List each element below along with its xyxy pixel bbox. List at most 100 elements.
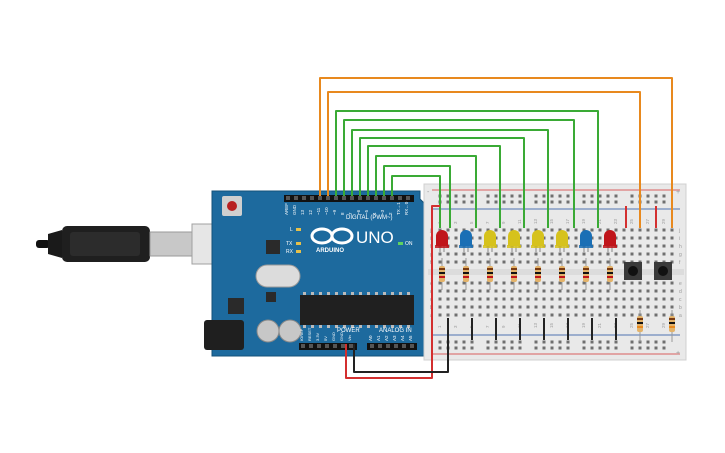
resistor-icon[interactable] — [439, 258, 445, 290]
power-label: POWER — [337, 328, 360, 334]
led-icon[interactable] — [435, 230, 449, 252]
header-pin[interactable] — [341, 344, 345, 348]
header-pin[interactable] — [286, 196, 290, 200]
header-pin[interactable] — [325, 344, 329, 348]
header-pin[interactable] — [301, 344, 305, 348]
green-wire[interactable] — [375, 155, 477, 228]
header-pin[interactable] — [370, 344, 374, 348]
header-pin[interactable] — [398, 196, 402, 200]
push-button-icon[interactable] — [624, 262, 642, 280]
led-icon[interactable] — [507, 230, 521, 252]
column-number: 19 — [581, 322, 586, 328]
header-pin[interactable] — [334, 196, 338, 200]
header-pin[interactable] — [358, 196, 362, 200]
row-letter: i — [430, 236, 431, 242]
resistor-icon[interactable] — [511, 258, 517, 290]
header-pin[interactable] — [366, 196, 370, 200]
led-icon[interactable] — [531, 230, 545, 252]
green-wire[interactable] — [359, 137, 525, 228]
digital-pin-label: ~6 — [356, 209, 361, 215]
arduino-uno-board: UNO ARDUINO DIGITAL (PWM~) POWER ANALOG … — [204, 190, 429, 357]
analog-pin-label: A2 — [384, 335, 389, 341]
row-letter: j — [429, 228, 431, 234]
header-pin[interactable] — [333, 344, 337, 348]
green-wire[interactable] — [335, 110, 599, 228]
green-wire[interactable] — [367, 145, 501, 228]
led-icon[interactable] — [459, 230, 473, 252]
header-pin[interactable] — [342, 196, 346, 200]
header-pin[interactable] — [410, 344, 414, 348]
header-pin[interactable] — [374, 196, 378, 200]
crystal-icon — [255, 264, 301, 288]
column-number: 21 — [597, 322, 602, 328]
rail-plus-top: + — [676, 189, 680, 196]
row-letter: i — [679, 236, 680, 242]
column-number: 29 — [661, 218, 666, 224]
digital-pin-label: TX→1 — [396, 202, 401, 215]
resistor-icon[interactable] — [559, 258, 565, 290]
digital-pin-label: ~5 — [364, 209, 369, 215]
on-label: ON — [405, 241, 413, 247]
header-pin[interactable] — [310, 196, 314, 200]
push-button-icon[interactable] — [654, 262, 672, 280]
green-wire[interactable] — [383, 165, 451, 228]
red-5v-wire[interactable] — [345, 205, 440, 379]
header-pin[interactable] — [386, 344, 390, 348]
pulldown-resistor-icon[interactable] — [669, 310, 675, 342]
black-gnd-wire[interactable] — [353, 336, 449, 373]
led-icon[interactable] — [579, 230, 593, 252]
orange-wire[interactable] — [327, 91, 641, 228]
row-letter: a — [679, 313, 682, 319]
header-pin[interactable] — [294, 196, 298, 200]
header-pin[interactable] — [378, 344, 382, 348]
digital-pin-label: AREF — [284, 203, 289, 215]
header-pin[interactable] — [394, 344, 398, 348]
green-wire[interactable] — [343, 119, 575, 228]
header-pin[interactable] — [302, 196, 306, 200]
resistor-icon[interactable] — [463, 258, 469, 290]
resistor-icon[interactable] — [535, 258, 541, 290]
led-icon[interactable] — [483, 230, 497, 252]
header-pin[interactable] — [309, 344, 313, 348]
column-number: 9 — [501, 221, 506, 224]
header-pin[interactable] — [317, 344, 321, 348]
green-wire[interactable] — [391, 175, 441, 228]
header-pin[interactable] — [326, 196, 330, 200]
power-pin-label: GND — [339, 332, 344, 341]
header-pin[interactable] — [349, 344, 353, 348]
header-pin[interactable] — [406, 196, 410, 200]
digital-pin-label: 13 — [300, 209, 305, 215]
row-letter: f — [679, 260, 681, 266]
column-number: 1 — [437, 325, 442, 328]
resistor-icon[interactable] — [583, 258, 589, 290]
row-letter: b — [679, 305, 682, 311]
led-icon[interactable] — [555, 230, 569, 252]
row-letter: e — [679, 281, 682, 287]
header-pin[interactable] — [318, 196, 322, 200]
analog-pin-label: A4 — [400, 335, 405, 341]
resistor-icon[interactable] — [607, 258, 613, 290]
digital-pin-label: 4 — [372, 212, 377, 215]
row-letter: h — [679, 244, 682, 250]
leds — [435, 230, 617, 252]
analog-pin-label: A0 — [368, 335, 373, 341]
digital-label: DIGITAL (PWM~) — [346, 215, 393, 221]
power-pin-label: Vin — [347, 335, 352, 341]
row-letter: d — [679, 289, 682, 295]
header-pin[interactable] — [402, 344, 406, 348]
usb-cable — [36, 223, 241, 265]
column-number: 17 — [565, 218, 570, 224]
header-pin[interactable] — [350, 196, 354, 200]
digital-pin-label: 12 — [308, 209, 313, 215]
uno-logo-text: UNO — [356, 228, 394, 247]
pulldown-resistor-icon[interactable] — [637, 310, 643, 342]
led-icon[interactable] — [603, 230, 617, 252]
rail-minus-top: - — [427, 189, 430, 196]
header-pin[interactable] — [382, 196, 386, 200]
resistor-icon[interactable] — [487, 258, 493, 290]
header-pin[interactable] — [390, 196, 394, 200]
green-wire[interactable] — [351, 129, 549, 228]
orange-wire[interactable] — [319, 77, 673, 228]
column-number: 25 — [629, 322, 634, 328]
